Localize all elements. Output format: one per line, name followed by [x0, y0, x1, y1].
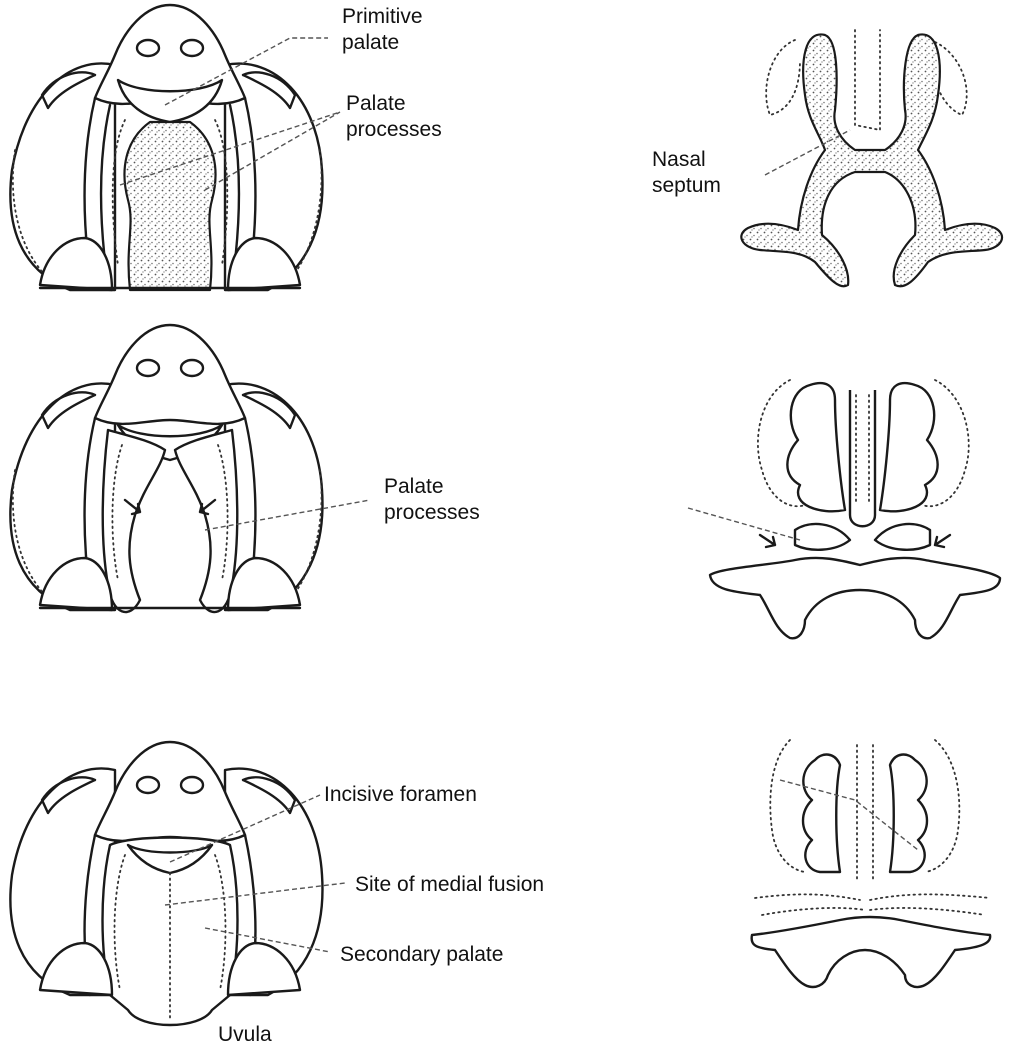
coronal-section-stage-3 [752, 740, 991, 987]
nose-head [95, 5, 245, 104]
coronal-section-stage-1 [741, 30, 1002, 286]
fused-palate-3 [752, 917, 991, 987]
label-site-of-medial-fusion: Site of medial fusion [355, 872, 544, 897]
arrow-left-shelf [760, 535, 775, 547]
fusion-dotted-upper [755, 894, 990, 900]
lower-arch-2 [710, 558, 1000, 638]
left-palatal-shelf-2 [795, 524, 850, 550]
palate-cleft-stippled [124, 122, 215, 290]
nose-head-3 [95, 742, 245, 841]
fusion-dotted-lower [762, 908, 985, 915]
leader-shelf-mid [688, 508, 800, 540]
left-turbinate-3 [803, 755, 840, 872]
label-secondary-palate: Secondary palate [340, 942, 503, 967]
label-palate-processes-mid-line2: processes [384, 500, 480, 525]
right-turbinate-3 [890, 755, 927, 872]
label-primitive-palate-line2: palate [342, 30, 399, 55]
nose-head-2 [95, 325, 245, 424]
dotted-outline-left [766, 40, 800, 115]
palate-view-stage-1 [10, 5, 340, 290]
nasal-septum-2 [850, 390, 875, 526]
right-lateral-process-2 [880, 383, 938, 511]
nasal-septum-dotted [855, 30, 880, 130]
left-lateral-process-2 [787, 383, 845, 511]
dotted-outline-3-right [925, 740, 959, 872]
section-stippled-body [741, 34, 1002, 286]
label-uvula: Uvula [218, 1022, 272, 1047]
label-palate-processes-mid-line1: Palate [384, 474, 444, 499]
right-palatal-shelf-2 [875, 524, 930, 550]
palate-view-stage-3 [10, 742, 345, 1025]
arrow-right-shelf [935, 535, 950, 547]
label-palate-processes-top-line2: processes [346, 117, 442, 142]
label-incisive-foramen: Incisive foramen [324, 782, 477, 807]
label-nasal-septum-line1: Nasal [652, 147, 706, 172]
dotted-outline-3-left [770, 740, 805, 872]
coronal-section-stage-2 [688, 380, 1000, 638]
label-primitive-palate-line1: Primitive [342, 4, 423, 29]
label-nasal-septum-line2: septum [652, 173, 721, 198]
palate-view-stage-2 [10, 325, 370, 612]
label-palate-processes-top-line1: Palate [346, 91, 406, 116]
